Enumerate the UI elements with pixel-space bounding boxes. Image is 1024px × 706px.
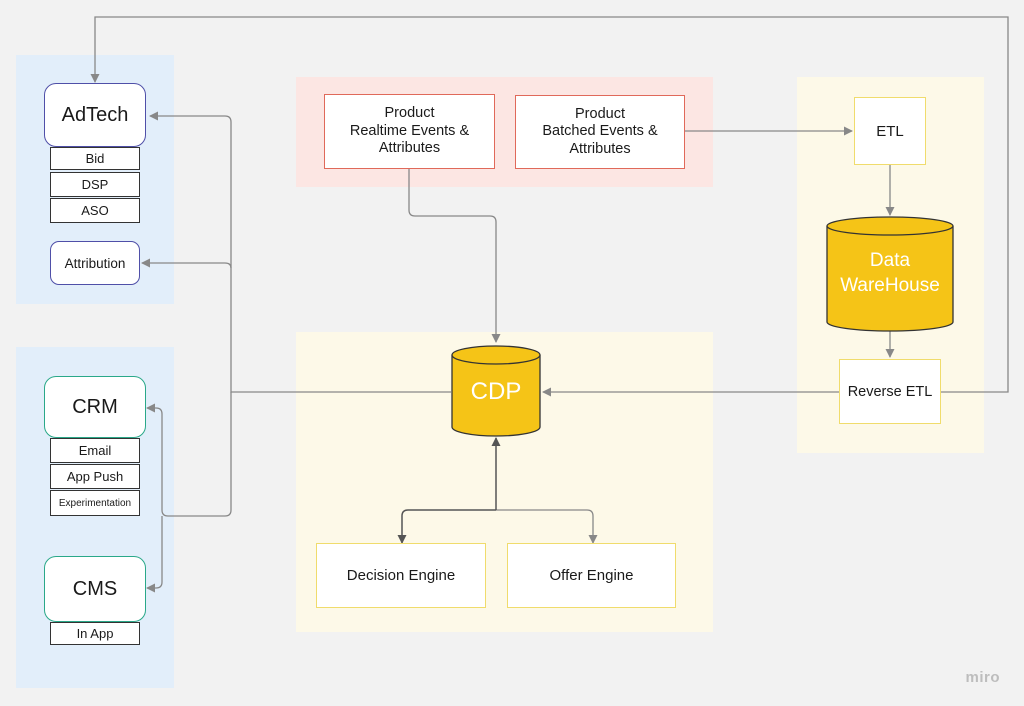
offer-engine-node[interactable]: Offer Engine: [507, 543, 676, 608]
cdp-to-cms-arrow: [146, 516, 163, 593]
crm-node[interactable]: CRM: [44, 376, 146, 438]
adtech-node[interactable]: AdTech: [44, 83, 146, 147]
experimentation-item[interactable]: Experimentation: [50, 490, 140, 516]
data-warehouse-label[interactable]: Data WareHouse: [840, 250, 940, 296]
cdp-to-attribution-arrow: [141, 258, 232, 269]
email-item[interactable]: Email: [50, 438, 140, 463]
cdp-cylinder: [451, 345, 541, 437]
miro-watermark: miro: [965, 669, 1000, 686]
product-realtime-node[interactable]: Product Realtime Events & Attributes: [324, 94, 495, 169]
cdp-to-offer-arrow: [496, 509, 598, 544]
cdp-label[interactable]: CDP: [470, 378, 522, 405]
aso-item[interactable]: ASO: [50, 198, 140, 223]
app-push-item[interactable]: App Push: [50, 464, 140, 489]
reverse-etl-node[interactable]: Reverse ETL: [839, 359, 941, 424]
in-app-item[interactable]: In App: [50, 622, 140, 645]
bid-item[interactable]: Bid: [50, 147, 140, 170]
data-warehouse-cylinder: [826, 216, 954, 332]
product-batched-node[interactable]: Product Batched Events & Attributes: [515, 95, 685, 169]
cms-node[interactable]: CMS: [44, 556, 146, 622]
decision-engine-node[interactable]: Decision Engine: [316, 543, 486, 608]
etl-node[interactable]: ETL: [854, 97, 926, 165]
reverse-etl-to-adtech-arrow: [90, 16, 1009, 393]
cdp-to-crm-branch: [146, 392, 232, 517]
realtime-to-cdp-arrow: [408, 169, 501, 343]
attribution-node[interactable]: Attribution: [50, 241, 140, 285]
cdp-to-decision-arrow: [397, 509, 496, 544]
cdp-to-activation-trunk: [149, 111, 451, 393]
dsp-item[interactable]: DSP: [50, 172, 140, 197]
